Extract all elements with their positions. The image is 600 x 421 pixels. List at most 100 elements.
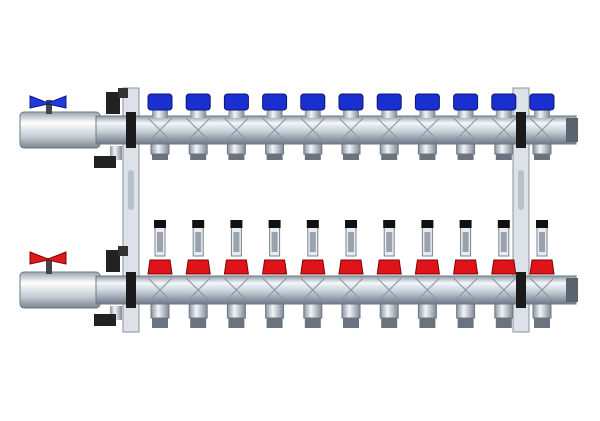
supply-handle-icon[interactable] <box>29 95 67 114</box>
return-valve-cap[interactable] <box>262 259 288 275</box>
return-outlet-nut <box>188 303 208 319</box>
return-outlet <box>262 220 288 328</box>
return-outlet-nut <box>303 303 323 319</box>
supply-outlet-thread <box>152 154 168 160</box>
supply-body-facet <box>262 117 287 143</box>
return-outlet-nut <box>226 303 246 319</box>
return-outlet-thread <box>152 318 168 328</box>
right-bracket <box>512 87 530 333</box>
supply-valve-cap[interactable] <box>185 93 211 111</box>
supply-outlet-nut <box>265 143 285 155</box>
flowmeter-cap[interactable] <box>536 220 548 228</box>
supply-valve-cap[interactable] <box>338 93 364 111</box>
return-outlet <box>147 220 173 328</box>
return-manifold <box>19 220 578 328</box>
return-outlet-nut <box>417 303 437 319</box>
flowmeter-indicator <box>157 232 163 252</box>
return-valve-cap[interactable] <box>300 259 326 275</box>
return-body-facet <box>185 277 211 303</box>
flowmeter-indicator <box>309 232 316 252</box>
supply-outlet-thread <box>381 154 398 160</box>
supply-valve-cap[interactable] <box>453 93 479 111</box>
return-body-facet <box>300 277 326 303</box>
supply-valve-cap[interactable] <box>414 93 440 111</box>
return-outlet-nut <box>456 303 476 319</box>
supply-outlet <box>185 93 211 160</box>
flowmeter-cap[interactable] <box>345 220 357 228</box>
return-valve-cap[interactable] <box>453 259 479 275</box>
return-outlet <box>491 220 517 328</box>
flowmeter-indicator <box>424 232 431 252</box>
supply-valve-cap[interactable] <box>491 93 517 111</box>
supply-outlet-thread <box>457 154 474 160</box>
return-outlet-nut <box>265 303 285 319</box>
supply-outlet-nut <box>303 143 323 155</box>
supply-valve-cap[interactable] <box>223 93 249 111</box>
supply-body-facet <box>529 117 555 143</box>
supply-body-facet <box>338 117 364 143</box>
supply-body-facet <box>147 117 173 143</box>
flowmeter-cap[interactable] <box>268 220 281 228</box>
flowmeter-cap[interactable] <box>497 220 510 228</box>
return-valve-cap[interactable] <box>491 259 517 275</box>
flowmeter-indicator <box>348 232 354 252</box>
supply-valve-cap[interactable] <box>376 93 402 111</box>
supply-outlet-nut <box>456 143 476 155</box>
return-valve-cap[interactable] <box>414 259 440 275</box>
return-outlet-nut <box>532 303 552 319</box>
flowmeter-indicator <box>462 232 469 252</box>
supply-outlet-thread <box>190 154 207 160</box>
return-air-vent <box>106 246 128 272</box>
flowmeter-cap[interactable] <box>230 220 243 228</box>
return-valve-cap[interactable] <box>223 259 249 275</box>
return-outlet-thread <box>419 318 436 328</box>
return-valve-cap[interactable] <box>185 259 211 275</box>
left-bracket <box>122 87 140 333</box>
return-outlet-thread <box>457 318 474 328</box>
return-outlet-thread <box>495 318 512 328</box>
supply-outlet-thread <box>534 154 550 160</box>
return-outlet <box>185 220 211 328</box>
supply-valve-cap[interactable] <box>300 93 326 111</box>
flowmeter-indicator <box>271 232 278 252</box>
supply-outlet-thread <box>419 154 436 160</box>
return-valve-cap[interactable] <box>338 259 364 275</box>
return-valve-cap[interactable] <box>147 259 173 275</box>
flowmeter-cap[interactable] <box>306 220 319 228</box>
return-drain-valve <box>94 306 122 326</box>
return-outlet <box>376 220 402 328</box>
return-outlet <box>414 220 440 328</box>
return-valve-cap[interactable] <box>376 259 402 275</box>
return-handle-icon[interactable] <box>29 251 67 274</box>
supply-outlet <box>338 93 364 160</box>
supply-valve-cap[interactable] <box>529 93 555 111</box>
return-valve-cap[interactable] <box>529 259 555 275</box>
bracket-clamps <box>126 112 526 308</box>
flowmeter-cap[interactable] <box>383 220 396 228</box>
supply-outlet-nut <box>226 143 246 155</box>
flowmeter-indicator <box>233 232 240 252</box>
supply-valve-cap[interactable] <box>262 93 288 111</box>
return-ball-valve <box>19 271 101 309</box>
flowmeter-cap[interactable] <box>459 220 472 228</box>
return-body-facet <box>147 277 173 303</box>
flowmeter-indicator <box>195 232 202 252</box>
return-body-facet <box>224 277 249 303</box>
return-body-facet <box>453 277 478 303</box>
supply-manifold <box>19 88 578 168</box>
supply-outlet-nut <box>150 143 170 155</box>
supply-outlet <box>223 93 249 160</box>
return-outlet <box>453 220 479 328</box>
supply-valve-cap[interactable] <box>147 93 173 111</box>
flowmeter-cap[interactable] <box>192 220 205 228</box>
flowmeter-cap[interactable] <box>154 220 166 228</box>
supply-outlet <box>453 93 479 160</box>
supply-outlet-nut <box>379 143 399 155</box>
return-outlet-nut <box>494 303 514 319</box>
return-body-facet <box>262 277 287 303</box>
flowmeter-cap[interactable] <box>421 220 434 228</box>
return-outlet <box>529 220 555 328</box>
supply-outlet-thread <box>343 154 359 160</box>
supply-body-facet <box>376 117 402 143</box>
supply-outlet <box>376 93 402 160</box>
